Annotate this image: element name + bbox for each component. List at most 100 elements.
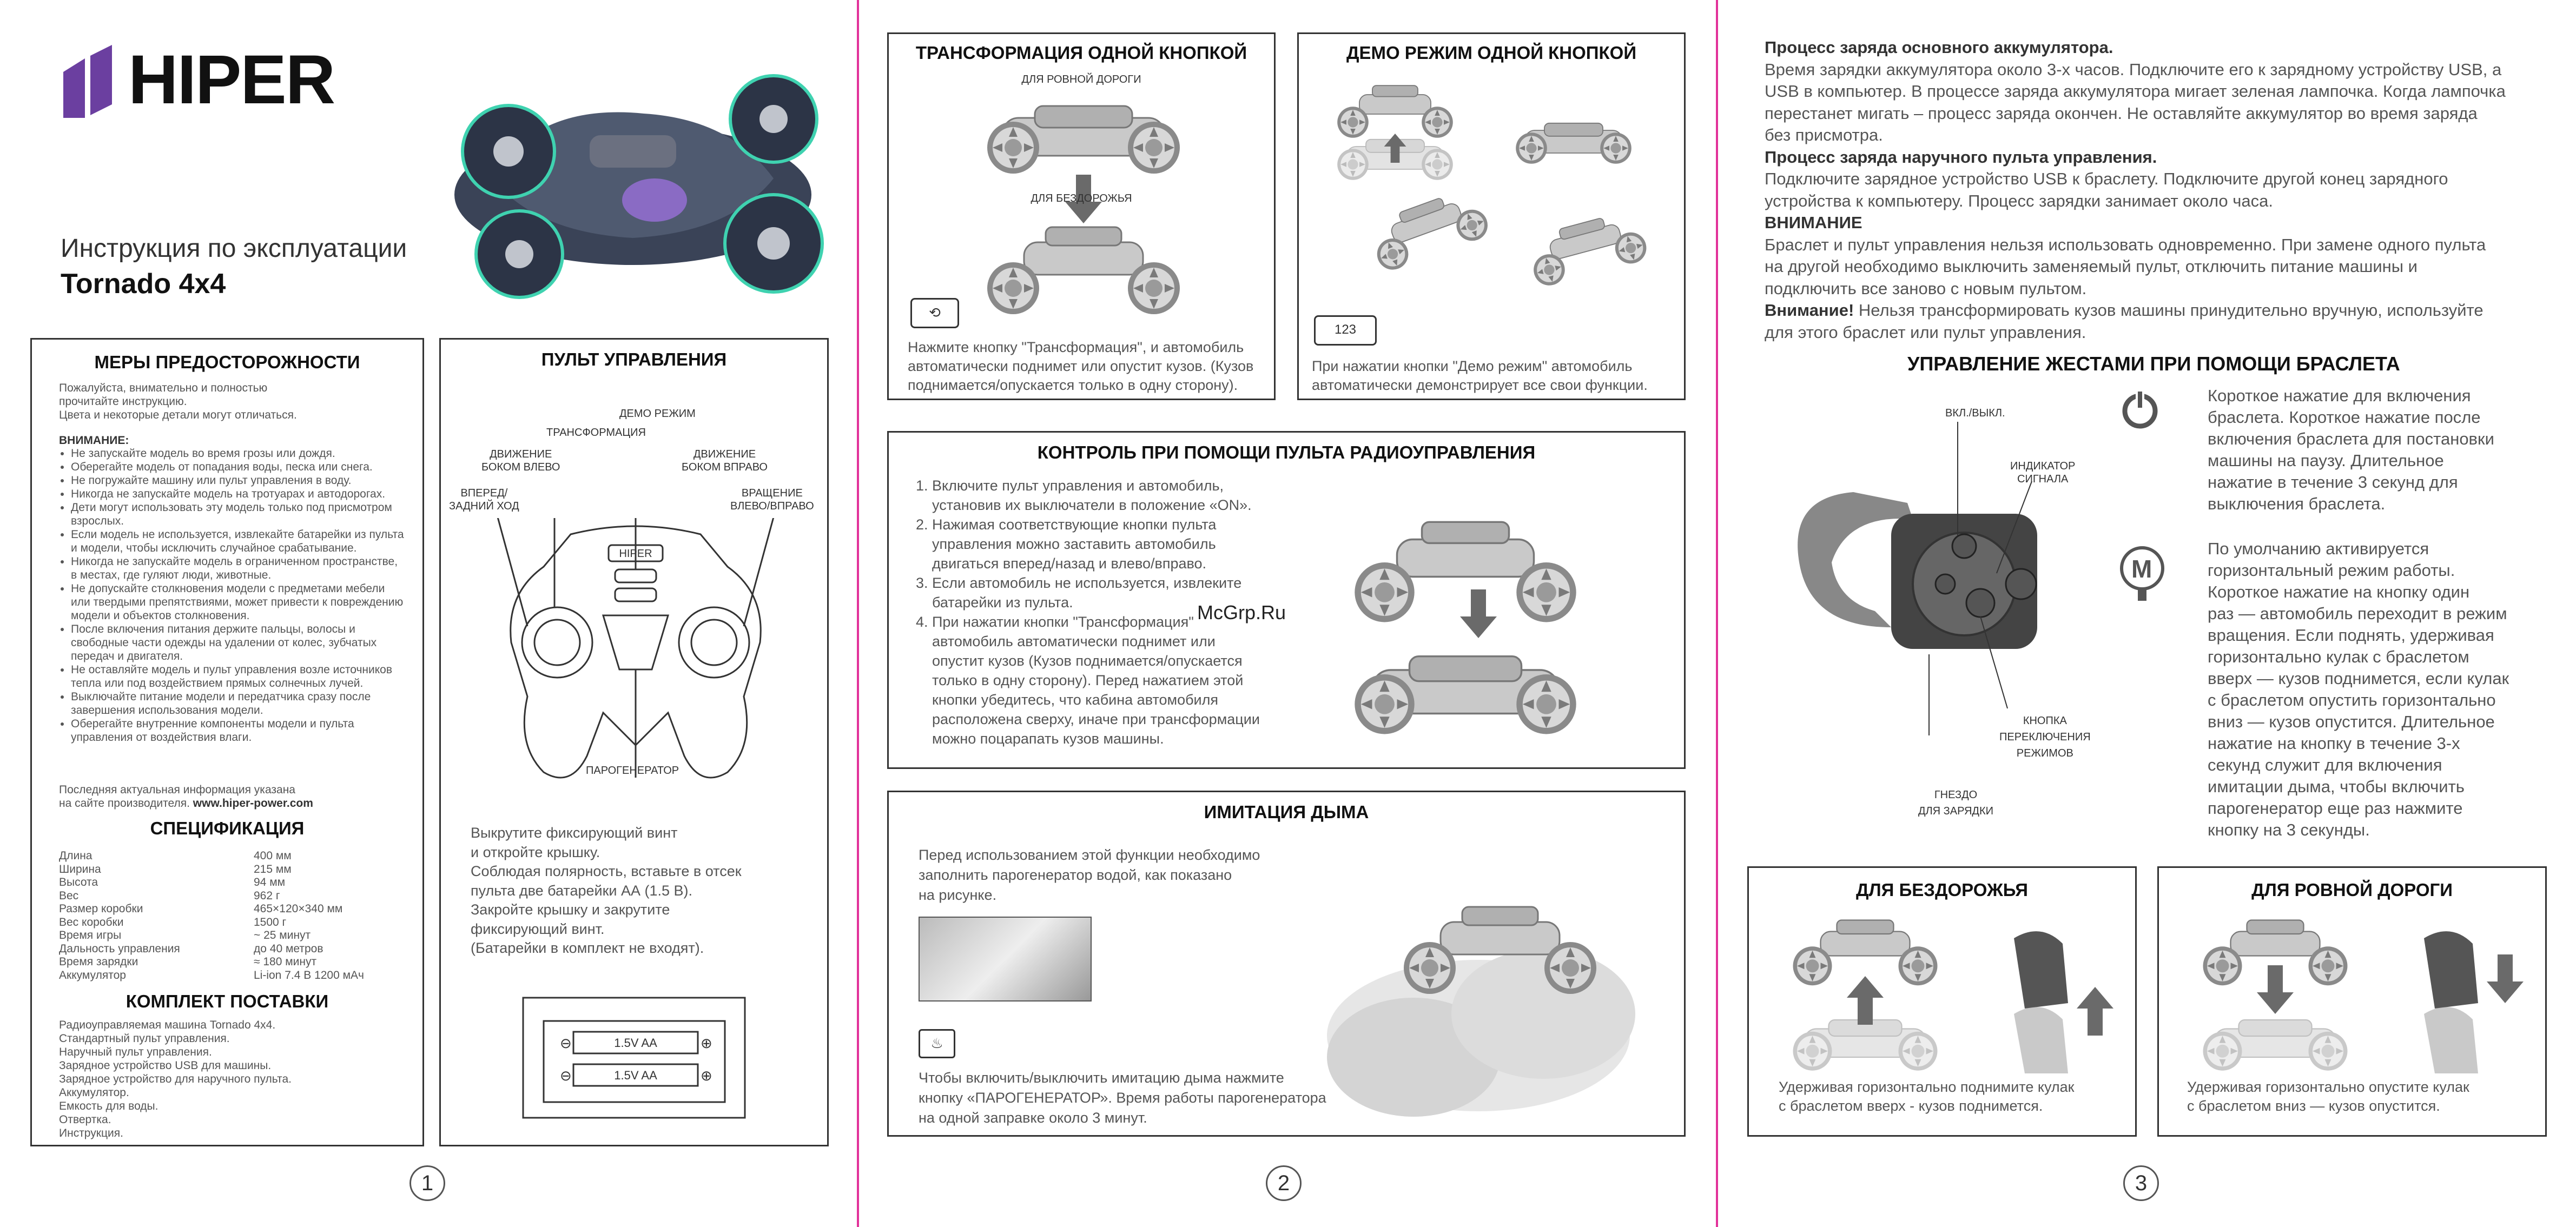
battery-compartment-image: ⊖⊕ ⊖⊕ 1.5V AA 1.5V AA bbox=[522, 997, 746, 1119]
flatroad-text: Удерживая горизонтально опустите кулак с… bbox=[2187, 1078, 2533, 1116]
list-item: Не оставляйте модель и пульт управления … bbox=[71, 663, 405, 690]
text-line: горизонтально кулак с браслетом bbox=[2208, 647, 2469, 666]
spec-label: Вес коробки bbox=[59, 916, 124, 928]
warning-title: ВНИМАНИЕ: bbox=[59, 434, 129, 447]
text-line: нажатие на кнопку в течение 3-х bbox=[2208, 734, 2460, 753]
list-item: Оберегайте модель от попадания воды, пес… bbox=[71, 460, 405, 474]
warning-bold: Внимание! bbox=[1765, 301, 1854, 320]
watermark: McGrp.Ru bbox=[1197, 601, 1286, 624]
text-line: устройства к компьютеру. Процесс зарядки… bbox=[1765, 191, 2274, 210]
flatroad-box: ДЛЯ РОВНОЙ ДОРОГИ Удерживая горизонтальн… bbox=[2157, 866, 2547, 1137]
svg-text:⊖: ⊖ bbox=[560, 1067, 572, 1084]
spec-value: 465×120×340 мм bbox=[254, 903, 343, 915]
spec-label: Высота bbox=[59, 876, 98, 888]
demo-diagram bbox=[1320, 72, 1672, 353]
charging-section: Процесс заряда основного аккумулятора. В… bbox=[1765, 37, 2544, 343]
spec-label: Ширина bbox=[59, 863, 101, 876]
list-item: Оберегайте внутренние компоненты модели … bbox=[71, 717, 405, 744]
spec-value: 962 г bbox=[254, 889, 280, 902]
transform-title: ТРАНСФОРМАЦИЯ ОДНОЙ КНОПКОЙ bbox=[915, 43, 1247, 63]
label-move-left: ДВИЖЕНИЕ БОКОМ ВЛЕВО bbox=[481, 448, 560, 474]
demo-button-icon: 123 bbox=[1314, 315, 1377, 346]
mode-icon: M bbox=[2118, 543, 2167, 602]
label-rotate: ВРАЩЕНИЕ ВЛЕВО/ВПРАВО bbox=[730, 487, 814, 513]
label-socket: ГНЕЗДО ДЛЯ ЗАРЯДКИ bbox=[1918, 787, 1993, 819]
transform-button-icon: ⟲ bbox=[910, 298, 959, 328]
list-item: После включения питания держите пальцы, … bbox=[71, 622, 405, 663]
list-item: Нажимая соответствующие кнопки пультаупр… bbox=[932, 515, 1305, 573]
list-item: Стандартный пульт управления. bbox=[59, 1032, 230, 1045]
page-number: 2 bbox=[1266, 1165, 1302, 1201]
spec-label: Дальность управления bbox=[59, 942, 180, 955]
text-line: (Батарейки в комплект не входят). bbox=[471, 940, 704, 956]
site-link[interactable]: www.hiper-power.com bbox=[193, 797, 313, 810]
text-line: для этого браслет или пульт управления. bbox=[1765, 322, 2086, 342]
spec-value: 1500 г bbox=[254, 916, 287, 928]
demo-icon-text: 123 bbox=[1334, 322, 1357, 337]
text-line: вверх — кузов поднимется, если кулак bbox=[2208, 669, 2509, 688]
label-onoff: ВКЛ./ВЫКЛ. bbox=[1945, 407, 2005, 419]
text-line: раз — автомобиль переходит в режим bbox=[2208, 604, 2507, 623]
text-line: Соблюдая полярность, вставьте в отсек bbox=[471, 863, 742, 879]
page-1: HIPER Инструкция по эксплуатации Tornado… bbox=[0, 0, 857, 1227]
text-line: Удерживая горизонтально поднимите кулак bbox=[1779, 1079, 2075, 1095]
logo-text: HIPER bbox=[128, 41, 335, 118]
demo-box: ДЕМО РЕЖИМ ОДНОЙ КНОПКОЙ 123 При нажатии… bbox=[1297, 32, 1686, 400]
list-item: Радиоуправляемая машина Tornado 4x4. bbox=[59, 1019, 276, 1031]
text-line: Короткое нажатие для включения bbox=[2208, 386, 2471, 405]
text-line: кнопку «ПАРОГЕНЕРАТОР». Время работы пар… bbox=[919, 1090, 1326, 1106]
text-line: с браслетом вверх - кузов поднимется. bbox=[1779, 1098, 2043, 1114]
fold-line bbox=[857, 0, 859, 1227]
text-line: машины на паузу. Длительное bbox=[2208, 451, 2444, 470]
page-number: 1 bbox=[409, 1165, 445, 1201]
label-line: БОКОМ ВЛЕВО bbox=[481, 461, 560, 473]
precautions-box: МЕРЫ ПРЕДОСТОРОЖНОСТИ Пожалуйста, внимат… bbox=[30, 338, 424, 1146]
smoke-text-1: Перед использованием этой функции необхо… bbox=[919, 845, 1297, 905]
label-line: ИНДИКАТОР bbox=[2010, 460, 2076, 472]
text-line: без присмотра. bbox=[1765, 125, 1883, 144]
hiper-logo: HIPER bbox=[61, 42, 342, 123]
text-line: включения браслета для постановки bbox=[2208, 429, 2494, 448]
text-line: заполнить парогенератор водой, как показ… bbox=[919, 867, 1232, 883]
label-line: ВРАЩЕНИЕ bbox=[741, 487, 803, 499]
spec-label: Длина bbox=[59, 850, 93, 862]
text-line: подключить все заново с новым пультом. bbox=[1765, 278, 2087, 298]
flatroad-title: ДЛЯ РОВНОЙ ДОРОГИ bbox=[2251, 880, 2453, 900]
label-line: ПЕРЕКЛЮЧЕНИЯ bbox=[1999, 731, 2091, 743]
list-item: Инструкция. bbox=[59, 1127, 123, 1139]
text-line: Время зарядки аккумулятора около 3-х час… bbox=[1765, 59, 2502, 79]
spec-value: 400 мм bbox=[254, 850, 292, 862]
list-item: Аккумулятор. bbox=[59, 1086, 129, 1099]
hero-car-image bbox=[454, 74, 824, 299]
text-line: поднимается/опускается только в одну сто… bbox=[908, 377, 1238, 393]
remote-drawing: HIPER bbox=[497, 518, 775, 779]
rc-control-list: Включите пульт управления и автомобиль,у… bbox=[916, 476, 1305, 748]
page-3: Процесс заряда основного аккумулятора. В… bbox=[1718, 0, 2576, 1227]
label-indicator: ИНДИКАТОР СИГНАЛА bbox=[2010, 460, 2075, 486]
intro-line: Пожалуйста, внимательно и полностью bbox=[59, 382, 268, 394]
remote-box: ПУЛЬТ УПРАВЛЕНИЯ ДЕМО РЕЖИМ ТРАНСФОРМАЦИ… bbox=[439, 338, 829, 1146]
smoke-title: ИМИТАЦИЯ ДЫМА bbox=[1204, 802, 1369, 822]
remote-title: ПУЛЬТ УПРАВЛЕНИЯ bbox=[541, 349, 727, 369]
precautions-title: МЕРЫ ПРЕДОСТОРОЖНОСТИ bbox=[94, 352, 360, 372]
text-line: Нажмите кнопку "Трансформация", и автомо… bbox=[908, 339, 1244, 355]
text-line: Чтобы включить/выключить имитацию дыма н… bbox=[919, 1070, 1284, 1086]
text-line: на одной заправке около 3 минут. bbox=[919, 1110, 1147, 1126]
rc-control-box: КОНТРОЛЬ ПРИ ПОМОЩИ ПУЛЬТА РАДИОУПРАВЛЕН… bbox=[887, 431, 1686, 769]
section-heading: Процесс заряда основного аккумулятора. bbox=[1765, 38, 2113, 57]
label-steam: ПАРОГЕНЕРАТОР bbox=[586, 765, 679, 777]
text-line: парогенератор еще раз нажмите bbox=[2208, 799, 2463, 818]
water-fill-image bbox=[919, 917, 1092, 1002]
page-number: 3 bbox=[2123, 1165, 2159, 1201]
spec-label: Время игры bbox=[59, 929, 122, 941]
label-mode-button: КНОПКА ПЕРЕКЛЮЧЕНИЯ РЕЖИМОВ bbox=[1999, 713, 2091, 761]
label-transform: ТРАНСФОРМАЦИЯ bbox=[546, 427, 646, 439]
spec-value: до 40 метров bbox=[254, 942, 323, 955]
text-line: и откройте крышку. bbox=[471, 844, 600, 860]
text-line: с браслетом опустить горизонтально bbox=[2208, 691, 2496, 709]
spec-label: Вес bbox=[59, 889, 79, 902]
list-item: Не погружайте машину или пульт управлени… bbox=[71, 474, 405, 487]
spec-value: 94 мм bbox=[254, 876, 286, 888]
svg-text:⊕: ⊕ bbox=[701, 1067, 712, 1084]
text-line: При нажатии кнопки "Демо режим" автомоби… bbox=[1312, 358, 1633, 374]
